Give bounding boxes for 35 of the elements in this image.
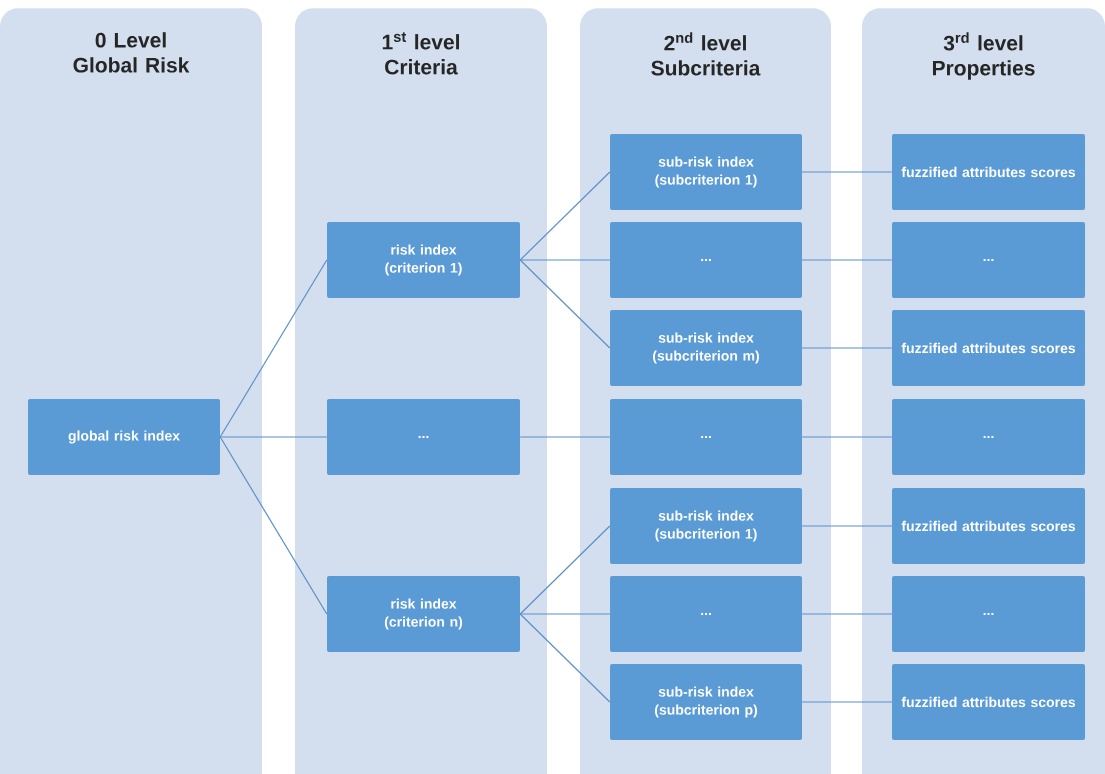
process-box: sub-risk index (subcriterion 1) <box>610 488 802 564</box>
process-box: sub-risk index (subcriterion 1) <box>610 134 802 210</box>
connector-line <box>801 701 893 703</box>
connector-line <box>801 525 893 527</box>
connector-line <box>519 613 611 615</box>
process-box: sub-risk index (subcriterion m) <box>610 310 802 386</box>
connector-line <box>801 347 893 349</box>
connector-line <box>219 436 328 438</box>
process-box: ... <box>327 399 520 475</box>
connector-line <box>519 171 611 261</box>
process-box: ... <box>610 222 802 298</box>
connector-line <box>519 259 611 349</box>
process-box: risk index (criterion 1) <box>327 222 520 298</box>
connector-line <box>801 613 893 615</box>
process-box: ... <box>610 399 802 475</box>
process-box: ... <box>892 222 1085 298</box>
process-box: global risk index <box>28 399 220 475</box>
process-box: ... <box>892 399 1085 475</box>
connector-line <box>519 525 611 615</box>
connector-line <box>801 259 893 261</box>
process-box: ... <box>610 576 802 652</box>
process-box: risk index (criterion n) <box>327 576 520 652</box>
connector-line <box>801 171 893 173</box>
connector-line <box>519 613 611 703</box>
process-box: fuzzified attributes scores <box>892 488 1085 564</box>
process-box: fuzzified attributes scores <box>892 134 1085 210</box>
connector-line <box>519 436 611 438</box>
connector-line <box>219 259 328 438</box>
connector-line <box>219 436 328 615</box>
process-box: fuzzified attributes scores <box>892 310 1085 386</box>
connector-line <box>519 259 611 261</box>
process-box: sub-risk index (subcriterion p) <box>610 664 802 740</box>
process-box: ... <box>892 576 1085 652</box>
connector-line <box>801 436 893 438</box>
process-box: fuzzified attributes scores <box>892 664 1085 740</box>
